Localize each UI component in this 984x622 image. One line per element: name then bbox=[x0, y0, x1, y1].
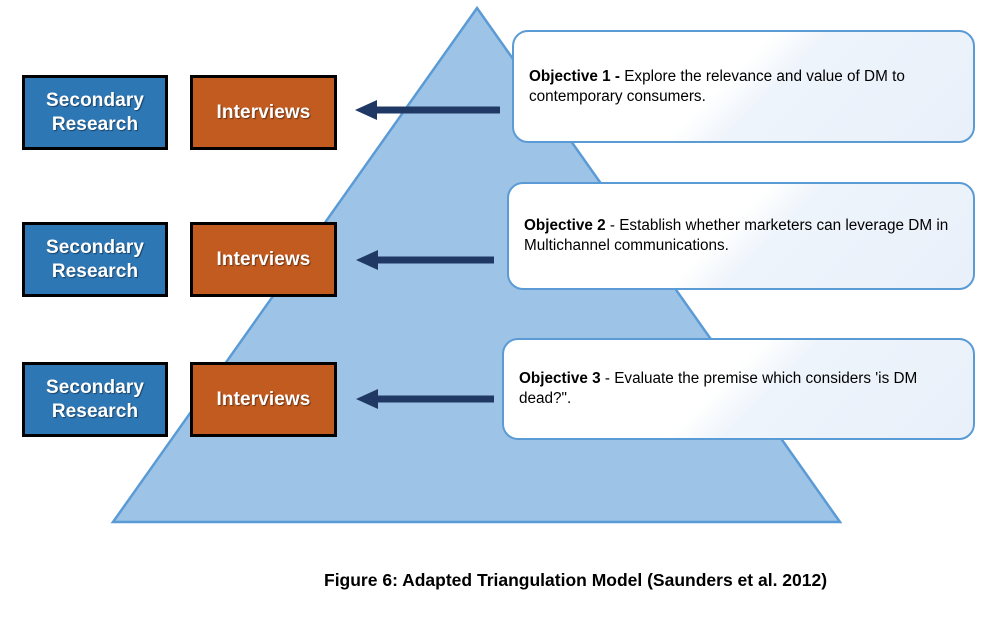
objective-text-1: Objective 1 - Explore the relevance and … bbox=[514, 67, 973, 107]
objective-callout-3[interactable]: Objective 3 - Evaluate the premise which… bbox=[502, 338, 975, 440]
secondary-research-label-2: Secondary Research bbox=[45, 237, 145, 282]
figure-caption: Figure 6: Adapted Triangulation Model (S… bbox=[324, 570, 828, 590]
interviews-box-1[interactable]: Interviews bbox=[190, 75, 337, 150]
objective-text-3: Objective 3 - Evaluate the premise which… bbox=[504, 369, 973, 409]
objective-body-3: - Evaluate the premise which considers '… bbox=[519, 370, 918, 407]
objective-bold-3: Objective 3 bbox=[519, 370, 601, 388]
secondary-research-box-3[interactable]: Secondary Research bbox=[22, 362, 168, 437]
arrow-left-objective-2 bbox=[356, 250, 494, 270]
interviews-label-2: Interviews bbox=[216, 248, 311, 270]
objective-text-2: Objective 2 - Establish whether marketer… bbox=[509, 216, 973, 256]
secondary-research-label-1: Secondary Research bbox=[45, 90, 145, 135]
secondary-research-box-1[interactable]: Secondary Research bbox=[22, 75, 168, 150]
secondary-research-box-2[interactable]: Secondary Research bbox=[22, 222, 168, 297]
objective-body-2: - Establish whether marketers can levera… bbox=[524, 217, 949, 254]
arrow-left-objective-3 bbox=[356, 389, 494, 409]
interviews-label-3: Interviews bbox=[216, 388, 311, 410]
interviews-box-2[interactable]: Interviews bbox=[190, 222, 337, 297]
objective-body-1: Explore the relevance and value of DM to… bbox=[529, 67, 905, 105]
objective-callout-2[interactable]: Objective 2 - Establish whether marketer… bbox=[507, 182, 975, 290]
objective-callout-1[interactable]: Objective 1 - Explore the relevance and … bbox=[512, 30, 975, 143]
secondary-research-label-3: Secondary Research bbox=[45, 377, 145, 422]
objective-bold-2: Objective 2 bbox=[524, 217, 606, 235]
interviews-box-3[interactable]: Interviews bbox=[190, 362, 337, 437]
arrow-left-objective-1 bbox=[355, 100, 500, 120]
interviews-label-1: Interviews bbox=[216, 101, 311, 123]
objective-bold-1: Objective 1 - bbox=[529, 67, 620, 85]
